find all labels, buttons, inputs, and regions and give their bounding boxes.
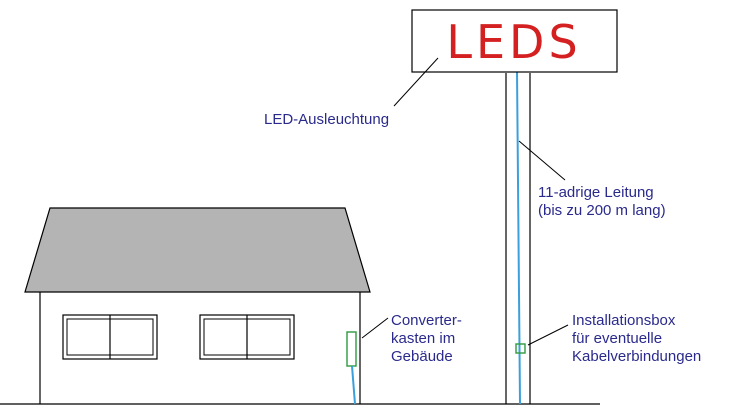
label-install-line-2: für eventuelle: [572, 330, 663, 347]
label-converter-line-3: Gebäude: [391, 348, 453, 365]
pole: [505, 73, 531, 404]
window-left: [62, 314, 158, 360]
house-roof: [24, 207, 371, 293]
label-install-line-3: Kabelverbindungen: [572, 348, 702, 365]
label-converter: Converter- kasten im Gebäude: [391, 312, 462, 366]
label-converter-line-2: kasten im: [391, 330, 456, 347]
led-sign-text: LEDS: [446, 15, 581, 69]
window-right: [199, 314, 295, 360]
label-cable-line-2: (bis zu 200 m lang): [538, 202, 666, 219]
converter-box: [346, 331, 357, 367]
leader-cable: [518, 140, 566, 181]
label-cable-line-1: 11-adrige Leitung: [538, 184, 654, 201]
installation-box: [515, 343, 526, 354]
led-sign-board: [411, 9, 618, 73]
label-led-illumination: LED-Ausleuchtung: [264, 111, 389, 129]
label-cable: 11-adrige Leitung (bis zu 200 m lang): [538, 184, 666, 220]
converter-cable: [351, 365, 356, 405]
leader-converter: [361, 317, 389, 339]
label-installation-box: Installationsbox für eventuelle Kabelver…: [572, 312, 701, 366]
label-install-line-1: Installationsbox: [572, 312, 676, 329]
leader-install: [527, 324, 569, 346]
label-converter-line-1: Converter-: [391, 312, 462, 329]
cable-11-core: [516, 69, 521, 405]
leader-led: [393, 57, 439, 107]
label-led-illumination-text: LED-Ausleuchtung: [264, 111, 390, 128]
house: [24, 207, 371, 404]
